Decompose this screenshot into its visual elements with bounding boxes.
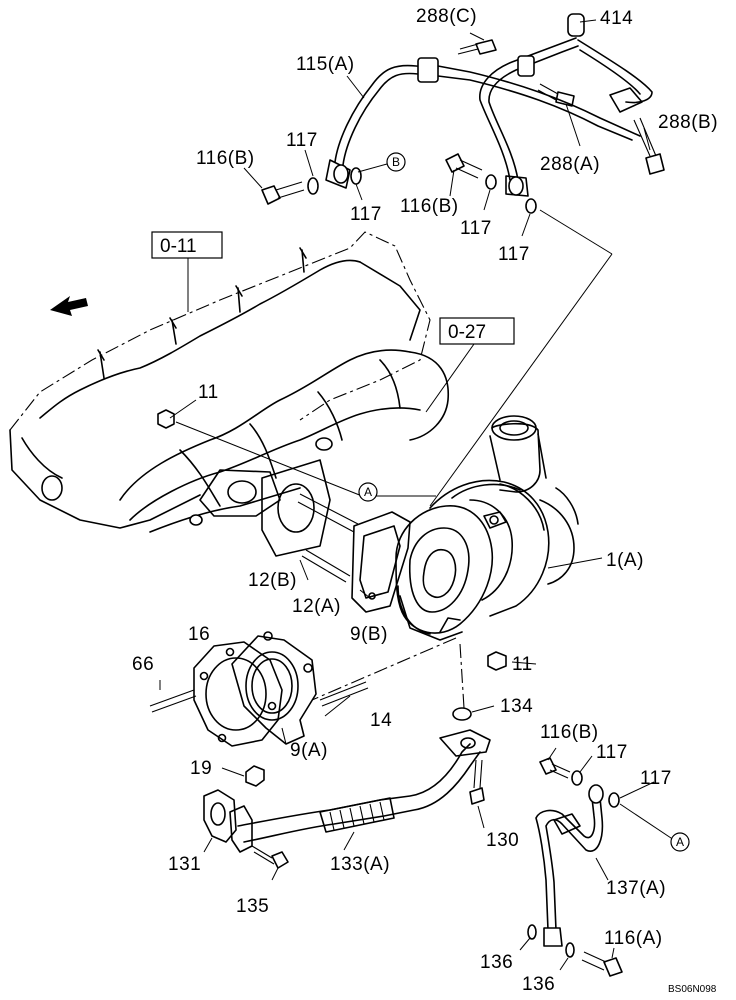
nut-19 [245, 765, 265, 787]
washer-117-top [307, 177, 319, 195]
label-116b-top: 116(B) [196, 148, 255, 169]
label-117-bot1: 117 [596, 742, 628, 763]
label-9b: 9(B) [350, 624, 388, 645]
label-117-mid2: 117 [460, 218, 492, 239]
washer-136-a [527, 924, 537, 940]
label-19: 19 [190, 758, 212, 779]
label-288b: 288(B) [658, 112, 718, 133]
water-pipe-115a [325, 57, 641, 189]
label-116b-bottom: 116(B) [540, 722, 599, 743]
washer-117-mid [350, 167, 362, 185]
label-136-b: 136 [522, 974, 555, 995]
drawing-code: BS06N098 [668, 984, 717, 995]
bolt-288c [457, 39, 497, 55]
label-136-a: 136 [480, 952, 513, 973]
bolt-130 [469, 759, 485, 805]
label-288a: 288(A) [540, 154, 600, 175]
front-arrow-icon [50, 296, 88, 316]
label-117-bot2: 117 [640, 768, 672, 789]
bolt-116b-mid [445, 153, 483, 179]
ref-box-0-11-label: 0-11 [160, 236, 197, 257]
bolt-116b-top [261, 181, 305, 205]
bolt-116a [581, 951, 623, 977]
label-12a: 12(A) [292, 596, 341, 617]
stud-66 [149, 689, 197, 713]
ref-circle-a-top-label: A [364, 485, 372, 499]
label-16: 16 [188, 624, 210, 645]
label-9a: 9(A) [290, 740, 328, 761]
turbocharger-1a [395, 415, 579, 641]
nut-11-bottom [487, 651, 507, 671]
washer-117-mid2 [485, 174, 497, 190]
ref-circle-a-top[interactable]: A [358, 482, 378, 502]
label-117-top: 117 [286, 130, 318, 151]
label-11-top: 11 [198, 382, 219, 403]
label-14: 14 [370, 710, 392, 731]
bolt-288b [633, 117, 665, 175]
washer-136-b [565, 942, 575, 958]
label-116a: 116(A) [604, 928, 663, 949]
label-414: 414 [600, 8, 633, 29]
ref-circle-a-bottom-label: A [676, 835, 684, 849]
label-115a: 115(A) [296, 54, 355, 75]
part-labels: 288(C) 414 115(A) 288(B) 288(A) 116(B) 1… [132, 6, 718, 995]
ref-box-0-11[interactable]: 0-11 [151, 231, 223, 259]
washer-117-right [525, 198, 537, 214]
water-pipe-137-top [479, 13, 653, 197]
nut-11-top [157, 409, 175, 429]
o-ring-134 [452, 707, 472, 721]
cylinder-head [9, 231, 431, 529]
oil-return-pipe-133a [237, 729, 491, 843]
ref-circle-b[interactable]: B [357, 152, 406, 173]
label-12b: 12(B) [248, 570, 297, 591]
washer-117-bot2 [608, 792, 620, 808]
gasket-9b [351, 511, 411, 613]
bolt-116b-bottom [539, 757, 571, 779]
label-11-bottom: 11 [512, 654, 533, 675]
bolt-288a [537, 83, 575, 107]
stud-12b [297, 493, 359, 533]
ref-box-0-27[interactable]: 0-27 [439, 317, 515, 345]
label-117-right: 117 [498, 244, 530, 265]
oil-pipe-flange [229, 805, 253, 853]
label-134: 134 [500, 696, 533, 717]
water-pipe-137a [535, 784, 604, 947]
gasket-16 [193, 641, 283, 747]
ref-box-0-27-label: 0-27 [448, 322, 486, 343]
label-116b-mid: 116(B) [400, 196, 459, 217]
label-117-mid: 117 [350, 204, 382, 225]
label-288c: 288(C) [416, 6, 477, 27]
label-131: 131 [168, 854, 201, 875]
flange-9a [231, 631, 317, 745]
label-66: 66 [132, 654, 154, 675]
label-1a: 1(A) [606, 550, 644, 571]
ref-circle-b-label: B [392, 155, 400, 169]
label-133a: 133(A) [330, 854, 390, 875]
ref-circle-a-bottom[interactable]: A [670, 832, 690, 852]
stud-14 [319, 681, 369, 707]
bolt-135 [251, 845, 289, 869]
label-135: 135 [236, 896, 269, 917]
washer-117-bot1 [571, 770, 583, 786]
stud-12a [301, 549, 351, 583]
exhaust-manifold [119, 349, 450, 557]
label-130: 130 [486, 830, 519, 851]
leader-lines [159, 19, 675, 971]
label-137a: 137(A) [606, 878, 666, 899]
